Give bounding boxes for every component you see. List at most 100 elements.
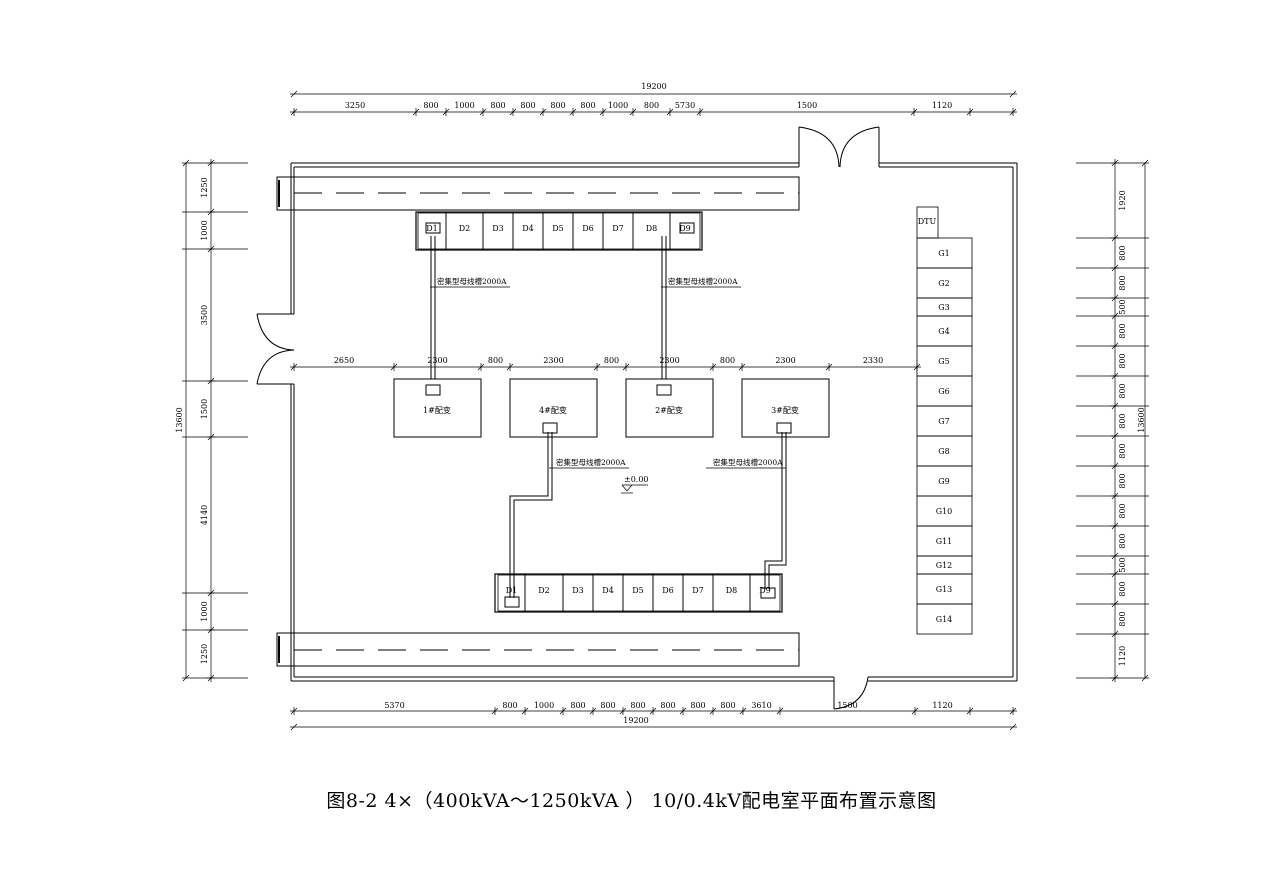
dims.top-dim-label: 800 [520, 101, 535, 110]
bottom-panel-label: D4 [602, 586, 614, 595]
bottom-panel-label: D1 [506, 586, 518, 595]
left-double-door [256, 313, 295, 385]
dims.right-dim-label: 1920 [1118, 190, 1127, 210]
transformer [509, 378, 598, 438]
dims.right-dim-label: 800 [1118, 413, 1127, 428]
dims.right-dim-label: 500 [1118, 299, 1127, 314]
transformer [625, 378, 714, 438]
top-panel-label: D6 [582, 224, 594, 233]
figure-caption: 图8-2 4×（400kVA～1250kVA ） 10/0.4kV配电室平面布置… [326, 790, 937, 812]
top-total-dim: 19200 [641, 82, 666, 91]
bottom-panel-label: D9 [759, 586, 771, 595]
top-panel-label: D9 [679, 224, 691, 233]
dims.transformer_row-dim-label: 800 [488, 356, 503, 365]
top-panel-label: D8 [646, 224, 658, 233]
dims.top-dim-label: 800 [550, 101, 565, 110]
right-panel-label: G1 [938, 249, 949, 258]
level-label: ±0.00 [624, 475, 649, 484]
dims.top-dim-label: 800 [423, 101, 438, 110]
bottom-panel-label: D5 [632, 586, 644, 595]
dims.right-dim-label: 800 [1118, 581, 1127, 596]
right-panel-label: G4 [938, 327, 949, 336]
busway-label-4: 密集型母线槽2000A [713, 457, 783, 467]
dims.top-dim-label: 3250 [345, 101, 365, 110]
top-panel-label: D1 [426, 224, 438, 233]
dims.left-dim-label: 3500 [200, 305, 209, 325]
cable-trench-top [276, 176, 800, 211]
dims.bottom-dim-label: 5370 [384, 701, 404, 710]
transformer-label: 4#配变 [539, 405, 567, 415]
dims.top-dim-label: 800 [490, 101, 505, 110]
dims.transformer_row-dim-label: 800 [720, 356, 735, 365]
bottom-switchgear-row: D1 D2 D3 D4 D5 D6 D7 D8 D9 [494, 573, 783, 613]
dims.right-dim-label: 800 [1118, 275, 1127, 290]
right-panel-label: G12 [936, 561, 953, 570]
dims.right-dim-label: 800 [1118, 323, 1127, 338]
right-total-dim: 13600 [1137, 407, 1146, 432]
dims.left-dim-label: 1000 [200, 601, 209, 621]
bottom-panel-label: D6 [662, 586, 674, 595]
dims.bottom-dim-label: 800 [570, 701, 585, 710]
dims.top-dim-label: 1000 [454, 101, 474, 110]
right-panel-label: DTU [918, 217, 937, 226]
top-panel-label: D7 [612, 224, 624, 233]
dims.bottom-dim-label: 800 [600, 701, 615, 710]
transformer-label: 2#配变 [655, 405, 683, 415]
dims.right-dim-label: 1120 [1118, 646, 1127, 666]
right-panel-label: G5 [938, 357, 949, 366]
dims.top-dim-label: 1000 [608, 101, 628, 110]
terminal-boxes [425, 222, 792, 608]
top-panel-label: D4 [522, 224, 534, 233]
bottom-total-dim: 19200 [623, 716, 648, 725]
dims.bottom-dim-label: 1500 [837, 701, 857, 710]
dims.transformer_row-dim-label: 2330 [863, 356, 883, 365]
transformers: 1#配变 4#配变 2#配变 3#配变 [393, 378, 830, 438]
dims.right-dim-label: 800 [1118, 245, 1127, 260]
dims.left-dim-label: 1250 [200, 644, 209, 664]
dims.top-dim-label: 800 [644, 101, 659, 110]
bottom-panel [749, 574, 781, 612]
dimension-labels: 3250 800 1000 800 800 800 800 1000 800 5730 1500 11… [175, 82, 1146, 725]
dimension-lines [182, 90, 1149, 731]
bottom-panel-label: D8 [726, 586, 738, 595]
dims.right-dim-label: 800 [1118, 353, 1127, 368]
top-panel-label: D2 [459, 224, 471, 233]
dims.right-dim-label: 500 [1118, 557, 1127, 572]
right-panel-label: G9 [938, 477, 949, 486]
bottom-panel-label: D3 [572, 586, 584, 595]
dims.right-dim-label: 800 [1118, 473, 1127, 488]
dims.transformer_row-dim-label: 2650 [334, 356, 354, 365]
dims.transformer_row-dim-label: 2300 [775, 356, 795, 365]
bottom-panel-label: D2 [538, 586, 550, 595]
dims.bottom-dim-label: 800 [660, 701, 675, 710]
bottom-panel-label: D7 [692, 586, 704, 595]
dims.transformer_row-dim-label: 800 [604, 356, 619, 365]
dims.top-dim-label: 1120 [932, 101, 952, 110]
top-double-door [798, 126, 880, 168]
dims.bottom-dim-label: 1120 [932, 701, 952, 710]
level-mark: ±0.00 [621, 475, 649, 494]
busway-label-3: 密集型母线槽2000A [556, 457, 626, 467]
transformer-label: 3#配变 [771, 405, 799, 415]
top-panel [669, 212, 701, 250]
right-panel-label: G2 [938, 279, 949, 288]
transformer-label: 1#配变 [423, 405, 451, 415]
transformer [741, 378, 830, 438]
dims.left-dim-label: 1250 [200, 177, 209, 197]
dims.right-dim-label: 800 [1118, 383, 1127, 398]
right-panel-label: G11 [936, 537, 953, 546]
right-panel-label: G14 [936, 615, 953, 624]
transformer [393, 378, 482, 438]
dims.top-dim-label: 800 [580, 101, 595, 110]
dims.bottom-dim-label: 800 [690, 701, 705, 710]
dims.right-dim-label: 800 [1118, 533, 1127, 548]
dims.transformer_row-dim-label: 2300 [659, 356, 679, 365]
left-total-dim: 13600 [175, 407, 184, 432]
room-walls [290, 162, 1018, 682]
bottom-single-door [833, 676, 869, 710]
cable-trench-bottom [276, 632, 800, 667]
dims.top-dim-label: 5730 [675, 101, 695, 110]
